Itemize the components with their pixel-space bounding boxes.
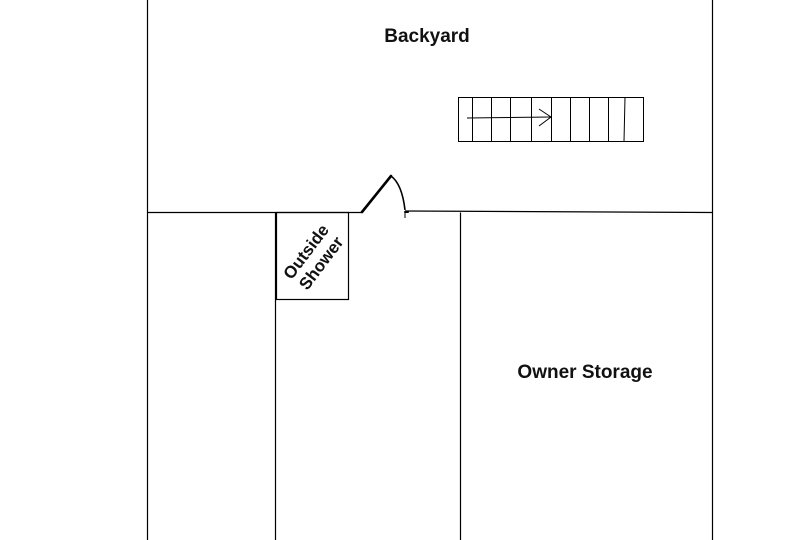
stair-direction-arrow-icon [466, 108, 552, 127]
stairs-icon [458, 97, 644, 142]
outside-shower-label: Outside Shower [280, 221, 348, 294]
outside-shower-box [275, 211, 350, 301]
backyard-boundary-wall-right [404, 210, 713, 214]
owner-storage-label: Owner Storage [517, 362, 652, 383]
door-swing-icon [360, 174, 409, 218]
backyard-label: Backyard [384, 26, 470, 47]
